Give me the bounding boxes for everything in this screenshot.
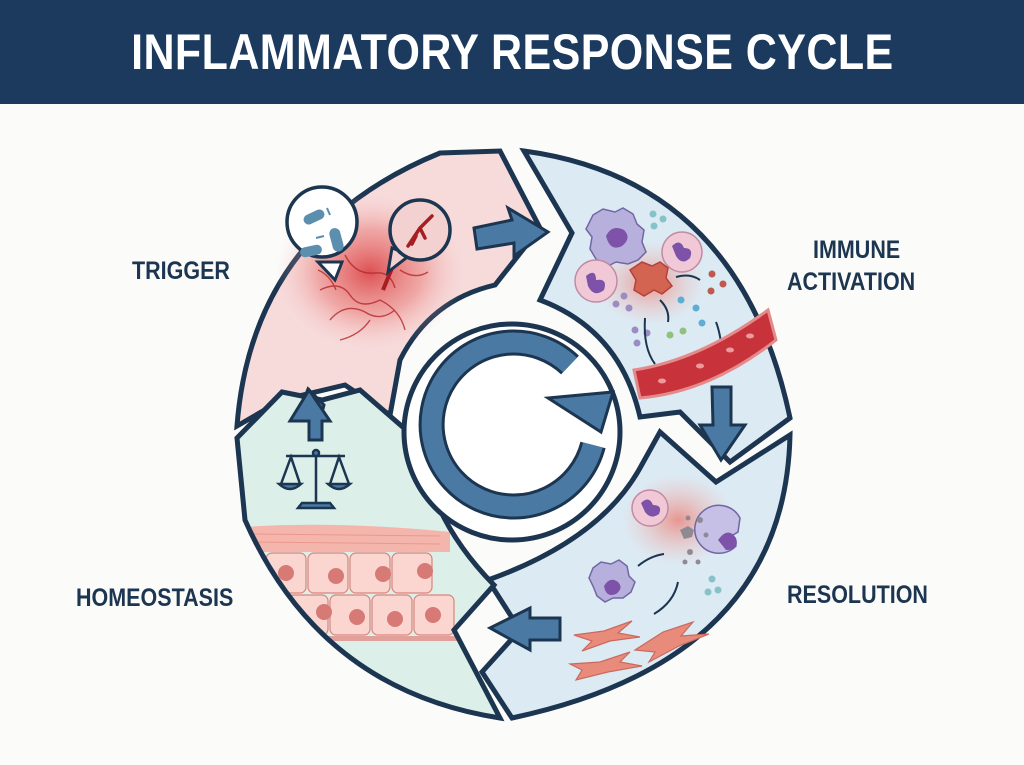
stage-label-trigger: TRIGGER	[132, 257, 230, 285]
macrophage-icon	[585, 207, 647, 268]
page-title: INFLAMMATORY RESPONSE CYCLE	[130, 24, 894, 80]
title-banner: INFLAMMATORY RESPONSE CYCLE	[0, 0, 1024, 104]
clearance-arrows-icon	[637, 553, 679, 615]
epithelial-cells-icon	[237, 524, 460, 641]
arrow-down-icon	[697, 385, 748, 463]
cycle-arrow-icon	[418, 329, 616, 520]
neutrophil-icon	[631, 489, 669, 527]
segment-resolution	[478, 428, 793, 721]
bacteria-icon	[285, 185, 359, 283]
wound-icon	[385, 198, 452, 276]
stage-label-immune-line1: IMMUNE	[813, 236, 901, 264]
stage-label-homeostasis: HOMEOSTASIS	[76, 584, 234, 612]
cytokine-icon	[704, 575, 722, 596]
stage-label-resolution: RESOLUTION	[787, 581, 928, 609]
damaged-cell-icon	[628, 261, 674, 297]
blood-vessel-icon	[632, 307, 778, 400]
stage-label-immune-line2: ACTIVATION	[787, 268, 916, 296]
arrow-right-icon	[472, 204, 551, 259]
debris-icon	[680, 515, 709, 565]
capillaries-icon	[317, 254, 429, 341]
macrophage-icon	[588, 504, 741, 603]
segment-immune-activation	[519, 147, 793, 466]
segment-trigger	[234, 148, 551, 431]
neutrophil-icon	[574, 231, 703, 303]
arrow-left-icon	[486, 605, 562, 653]
fibroblast-icon	[567, 620, 710, 681]
balance-scale-icon	[275, 448, 354, 510]
